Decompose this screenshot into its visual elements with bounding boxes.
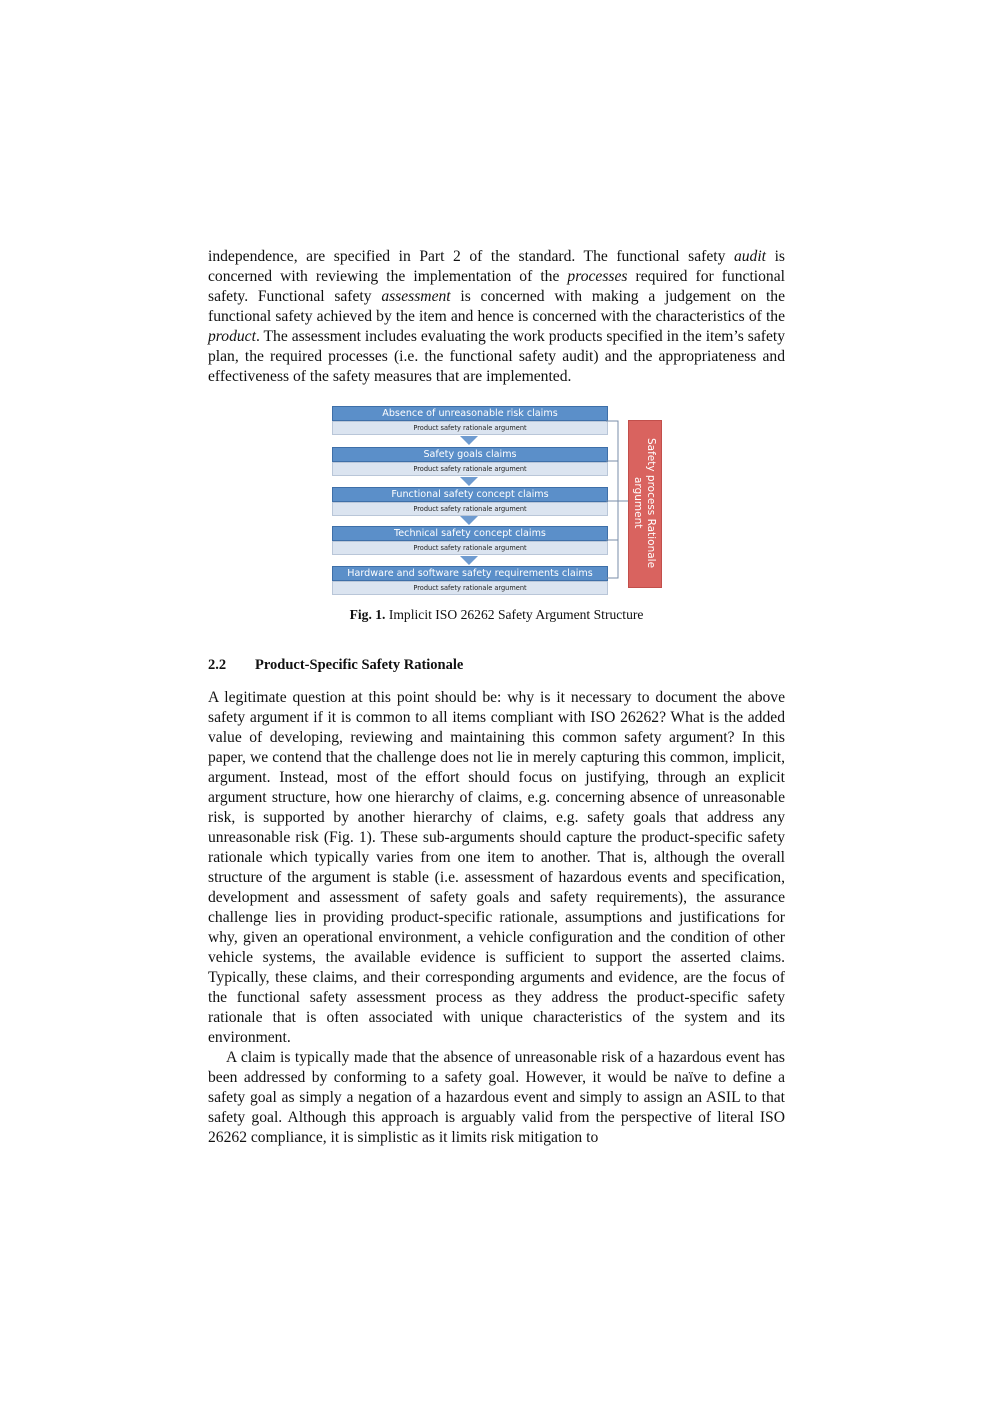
italic-audit: audit: [733, 248, 767, 265]
claim-title: Absence of unreasonable risk claims: [332, 406, 608, 421]
caption-label: Fig. 1.: [349, 607, 386, 622]
side-label-box: [628, 420, 662, 588]
section-heading: 2.2 Product-Specific Safety Rationale: [208, 655, 785, 675]
italic-assessment: assessment: [381, 288, 451, 305]
section-number: 2.2: [208, 657, 227, 673]
claim-title: Functional safety concept claims: [332, 487, 608, 502]
text-span: required for functional safety. Function…: [208, 268, 785, 305]
claim-row: Hardware and software safety requirement…: [332, 566, 608, 595]
arrow-down-icon: [460, 516, 478, 525]
claim-subtitle: Product safety rationale argument: [332, 421, 608, 435]
text-span: independence, are specified in Part 2 of…: [208, 248, 734, 265]
text-span: . The assessment includes evaluating the…: [208, 328, 785, 385]
paragraph: A claim is typically made that the absen…: [208, 1049, 785, 1146]
text-span: is concerned with reviewing the implemen…: [208, 248, 785, 285]
figure-caption: Fig. 1. Implicit ISO 26262 Safety Argume…: [208, 606, 785, 624]
arrow-down-icon: [460, 436, 478, 445]
claim-title: Technical safety concept claims: [332, 526, 608, 541]
paragraph-top-text: independence, are specified in Part 2 of…: [208, 247, 785, 387]
caption-text: Implicit ISO 26262 Safety Argument Struc…: [385, 607, 644, 622]
section-body: A legitimate question at this point shou…: [208, 688, 785, 1148]
claim-row: Safety goals claims Product safety ratio…: [332, 447, 608, 476]
arrow-down-icon: [460, 477, 478, 486]
claim-row: Technical safety concept claims Product …: [332, 526, 608, 555]
claim-subtitle: Product safety rationale argument: [332, 462, 608, 476]
claim-row: Functional safety concept claims Product…: [332, 487, 608, 516]
claim-subtitle: Product safety rationale argument: [332, 502, 608, 516]
text-span: is concerned with making a judgement on …: [208, 288, 785, 325]
claim-subtitle: Product safety rationale argument: [332, 541, 608, 555]
side-label-text: Safety process Rationale argument: [632, 437, 657, 569]
arrow-down-icon: [460, 556, 478, 565]
claim-title: Hardware and software safety requirement…: [332, 566, 608, 581]
italic-product: product: [208, 328, 256, 345]
claim-subtitle: Product safety rationale argument: [332, 581, 608, 595]
paragraph-top: independence, are specified in Part 2 of…: [208, 247, 785, 387]
paragraph: A legitimate question at this point shou…: [208, 689, 785, 1046]
section-title: Product-Specific Safety Rationale: [255, 657, 464, 673]
claim-title: Safety goals claims: [332, 447, 608, 462]
bracket-connector: [606, 420, 628, 579]
italic-processes: processes: [567, 268, 628, 285]
claim-row: Absence of unreasonable risk claims Prod…: [332, 406, 608, 435]
figure-argument-structure: Absence of unreasonable risk claims Prod…: [330, 406, 662, 596]
